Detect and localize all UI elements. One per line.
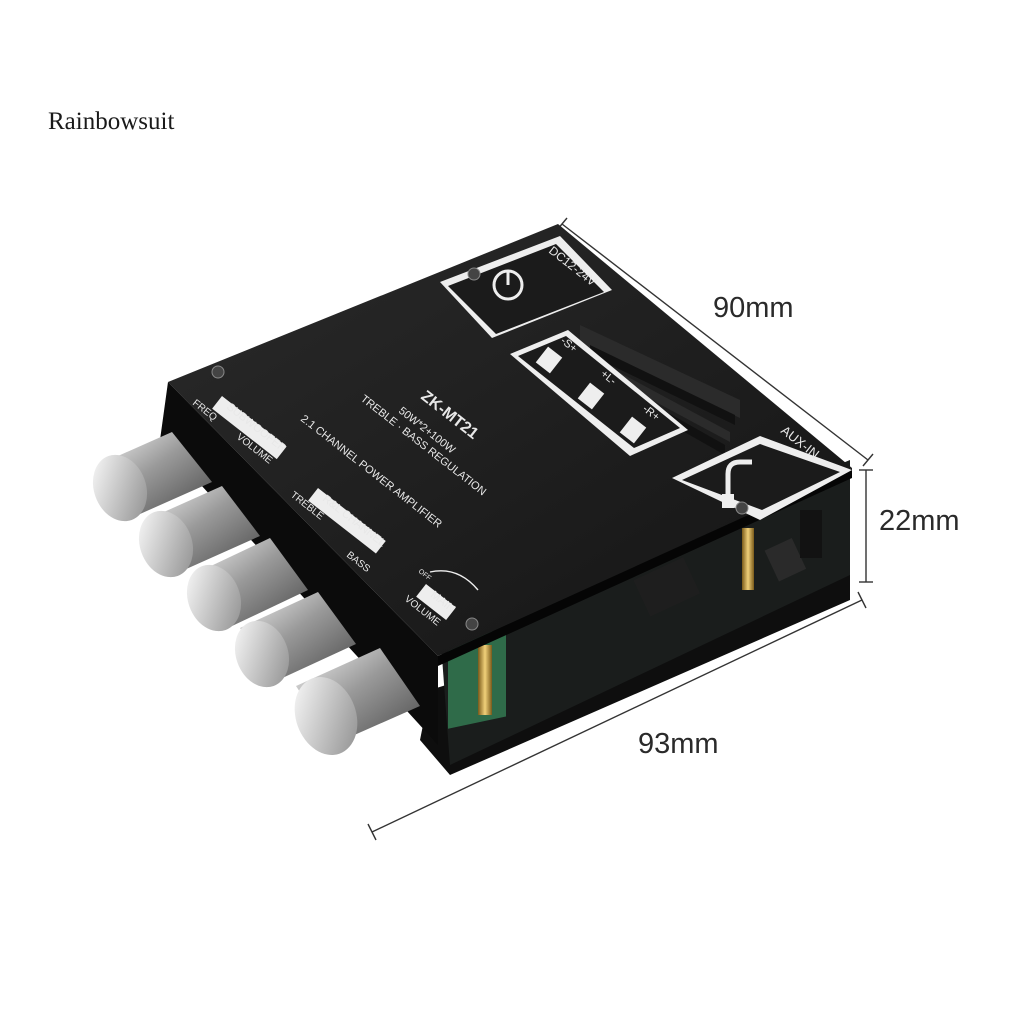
knob-bass [234,592,356,688]
speaker-l-icon [577,382,605,410]
screws [211,267,749,631]
knob-subwoofer-volume [138,486,260,578]
dimension-lines [367,217,874,841]
power-icon [492,269,524,301]
speaker-output-plate: -S+ +L- -R+ [510,330,688,456]
knob-treble [186,538,308,632]
headphone-jack-icon [725,459,752,502]
knobs [92,432,420,755]
knob-main-volume [294,648,420,755]
speaker-r-icon [619,416,647,444]
brand-watermark: Rainbowsuit [48,108,175,135]
pcb-board [420,460,850,775]
screw-icon [465,617,479,631]
dimension-width-label: 93mm [638,728,719,760]
volume-arrow-icon [429,570,479,591]
speaker-s-icon [535,346,563,374]
screw-icon [735,501,749,515]
knob-subwoofer-freq [92,432,212,522]
dimension-length-label: 90mm [713,292,794,324]
screw-icon [211,365,225,379]
screw-icon [467,267,481,281]
dimension-height-label: 22mm [879,505,960,537]
